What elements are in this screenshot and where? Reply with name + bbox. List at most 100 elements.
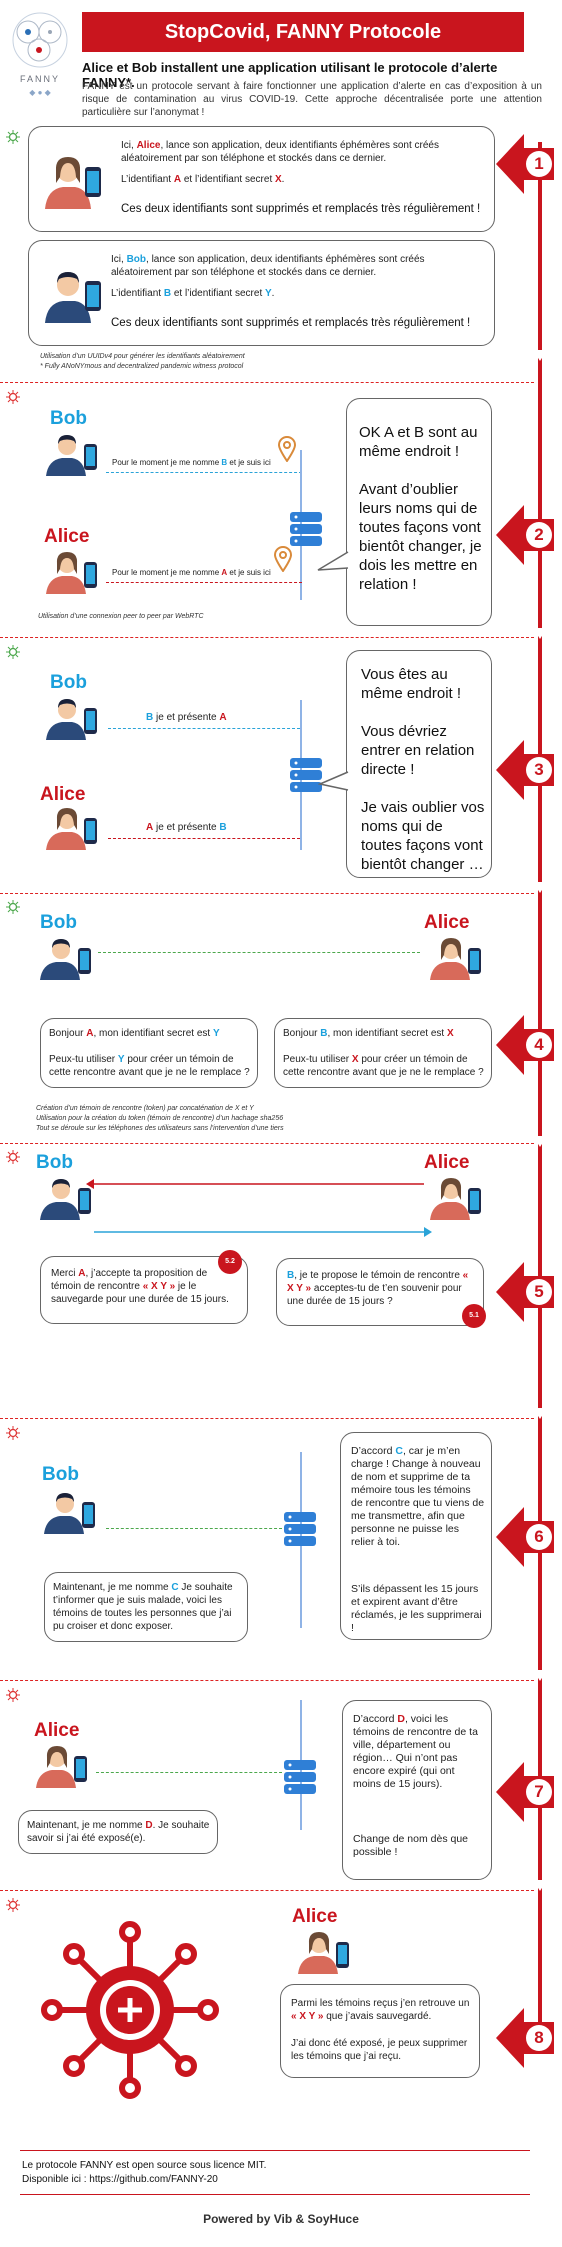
logo-dots: ◆ ● ◆ — [29, 88, 51, 97]
step7-server-text2: Change de nom dès que possible ! — [353, 1833, 469, 1858]
step1-alice-ids: L’identifiant A et l’identifiant secret … — [121, 174, 285, 185]
alice-avatar-icon — [298, 1932, 349, 1974]
separator — [0, 1890, 534, 1891]
alice-avatar-icon — [430, 938, 481, 980]
alice-name: Alice — [44, 526, 90, 547]
step-7-arrow: 7 — [496, 1762, 554, 1822]
footer-divider — [20, 2150, 530, 2151]
virus-icon — [6, 1898, 20, 1912]
step8-text2: J’ai donc été exposé, je peux supprimer … — [291, 2038, 468, 2062]
timeline-down-arrow-icon — [533, 2110, 547, 2121]
step6-server-text2: S’ils dépassent les 15 jours et expirent… — [351, 1583, 482, 1634]
step6-link — [106, 1528, 282, 1529]
bob-avatar-icon — [46, 699, 97, 740]
arrow-left-icon — [496, 1507, 554, 1567]
bob-avatar-icon — [40, 1179, 91, 1220]
step2-server-bubble: OK A et B sont au même endroit ! Avant d… — [346, 398, 492, 626]
bob-avatar-icon — [44, 1493, 95, 1534]
virus-icon — [6, 1150, 20, 1164]
step6-bob-text: Maintenant, je me nomme C Je souhaite t’… — [53, 1582, 233, 1632]
step4-note2: Utilisation pour la création du token (t… — [36, 1115, 284, 1122]
step8-text1: Parmi les témoins reçus j’en retrouve un… — [291, 1998, 470, 2022]
server-icon — [290, 512, 322, 546]
bob-name: Bob — [50, 672, 87, 693]
server-icon — [284, 1760, 316, 1794]
alice-name: Alice — [424, 1152, 470, 1173]
server-icon — [290, 758, 322, 792]
step1-bob-note: Ces deux identifiants sont supprimés et … — [111, 317, 471, 329]
location-pin-icon — [274, 546, 292, 572]
step-2-arrow: 2 — [496, 505, 554, 565]
step1-bob-box: Ici, Bob, lance son application, deux id… — [28, 240, 495, 346]
step1-alice-note: Ces deux identifiants sont supprimés et … — [121, 203, 481, 215]
step7-link — [96, 1772, 282, 1773]
arrow-left-icon — [496, 1262, 554, 1322]
step4-bob-line1: Bonjour A, mon identifiant secret est Y — [49, 1028, 220, 1039]
bob-name: Bob — [36, 1152, 73, 1173]
step7-alice-text: Maintenant, je me nomme D. Je souhaite s… — [27, 1820, 210, 1844]
step1-footnote: * Fully ANoNYmous and decentralized pand… — [40, 363, 244, 370]
step1-note: Utilisation d’un UUIDv4 pour générer les… — [40, 353, 245, 360]
step4-alice-line1: Bonjour B, mon identifiant secret est X — [283, 1028, 454, 1039]
logo-graphic — [12, 12, 68, 68]
separator — [0, 1418, 534, 1419]
page-title: StopCovid, FANNY Protocole — [82, 12, 524, 52]
alice-avatar-icon — [430, 1178, 481, 1220]
footer-powered: Powered by Vib & SoyHuce — [203, 2212, 359, 2226]
step6-server-bubble: D’accord C, car je m’en charge ! Change … — [340, 1432, 492, 1640]
step2-note: Utilisation d’une connexion peer to peer… — [38, 613, 204, 620]
footer-divider — [20, 2194, 530, 2195]
footer-license: Le protocole FANNY est open source sous … — [22, 2160, 267, 2171]
step2-server-text: OK A et B sont au même endroit ! Avant d… — [359, 424, 482, 593]
step5-arrow-to-bob — [86, 1179, 424, 1189]
step-3-arrow: 3 — [496, 740, 554, 800]
separator — [0, 637, 534, 638]
step3-bob-link — [108, 728, 300, 729]
step5-tag-5-1: 5.1 — [462, 1304, 486, 1328]
virus-icon — [6, 1426, 20, 1440]
arrow-left-icon — [496, 740, 554, 800]
step-number: 6 — [526, 1524, 552, 1550]
arrow-left-icon — [496, 1762, 554, 1822]
arrow-left-icon — [496, 505, 554, 565]
step6-bob-bubble: Maintenant, je me nomme C Je souhaite t’… — [44, 1572, 248, 1642]
step6-server-text1: D’accord C, car je m’en charge ! Change … — [351, 1445, 485, 1548]
alice-avatar-icon — [46, 808, 97, 850]
alice-name: Alice — [424, 912, 470, 933]
step5-arrow-to-alice — [94, 1227, 432, 1237]
step4-alice-bubble: Bonjour B, mon identifiant secret est X … — [274, 1018, 492, 1088]
timeline-down-arrow-icon — [533, 350, 547, 361]
step-5-arrow: 5 — [496, 1262, 554, 1322]
step4-link — [98, 952, 420, 953]
step5-alice-text: B, je te propose le témoin de rencontre … — [287, 1270, 469, 1307]
step4-note1: Création d’un témoin de rencontre (token… — [36, 1105, 254, 1112]
bob-avatar-icon — [46, 435, 97, 476]
fanny-logo — [4, 6, 76, 116]
step-number: 8 — [526, 2025, 552, 2051]
step4-alice-line2: Peux-tu utiliser X pour créer un témoin … — [283, 1054, 484, 1078]
arrow-left-icon — [496, 134, 554, 194]
step3-alice-link — [108, 838, 300, 839]
virus-illustration-icon — [41, 1921, 219, 2099]
step5-tag-5-2: 5.2 — [218, 1250, 242, 1274]
step2-bob-msg: Pour le moment je me nomme B et je suis … — [112, 458, 271, 467]
bob-avatar-icon — [40, 939, 91, 980]
step1-bob-ids: L’identifiant B et l’identifiant secret … — [111, 288, 275, 299]
virus-icon — [6, 645, 20, 659]
timeline-down-arrow-icon — [533, 628, 547, 639]
bob-name: Bob — [40, 912, 77, 933]
step2-alice-link — [106, 582, 302, 583]
step1-alice-box: Ici, Alice, lance son application, deux … — [28, 126, 495, 232]
step3-to-bob: B je et présente A — [146, 712, 227, 723]
virus-icon — [6, 1688, 20, 1702]
separator — [0, 1143, 534, 1144]
step1-bob-text: Ici, Bob, lance son application, deux id… — [111, 254, 425, 278]
step7-alice-bubble: Maintenant, je me nomme D. Je souhaite s… — [18, 1810, 218, 1854]
footer-link[interactable]: Disponible ici : https://github.com/FANN… — [22, 2174, 218, 2185]
arrow-left-icon — [496, 2008, 554, 2068]
timeline-down-arrow-icon — [533, 1880, 547, 1891]
step7-server-bubble: D’accord D, voici les témoins de rencont… — [342, 1700, 492, 1880]
step-4-arrow: 4 — [496, 1015, 554, 1075]
logo-text: FANNY — [19, 74, 60, 84]
timeline-down-arrow-icon — [533, 882, 547, 893]
